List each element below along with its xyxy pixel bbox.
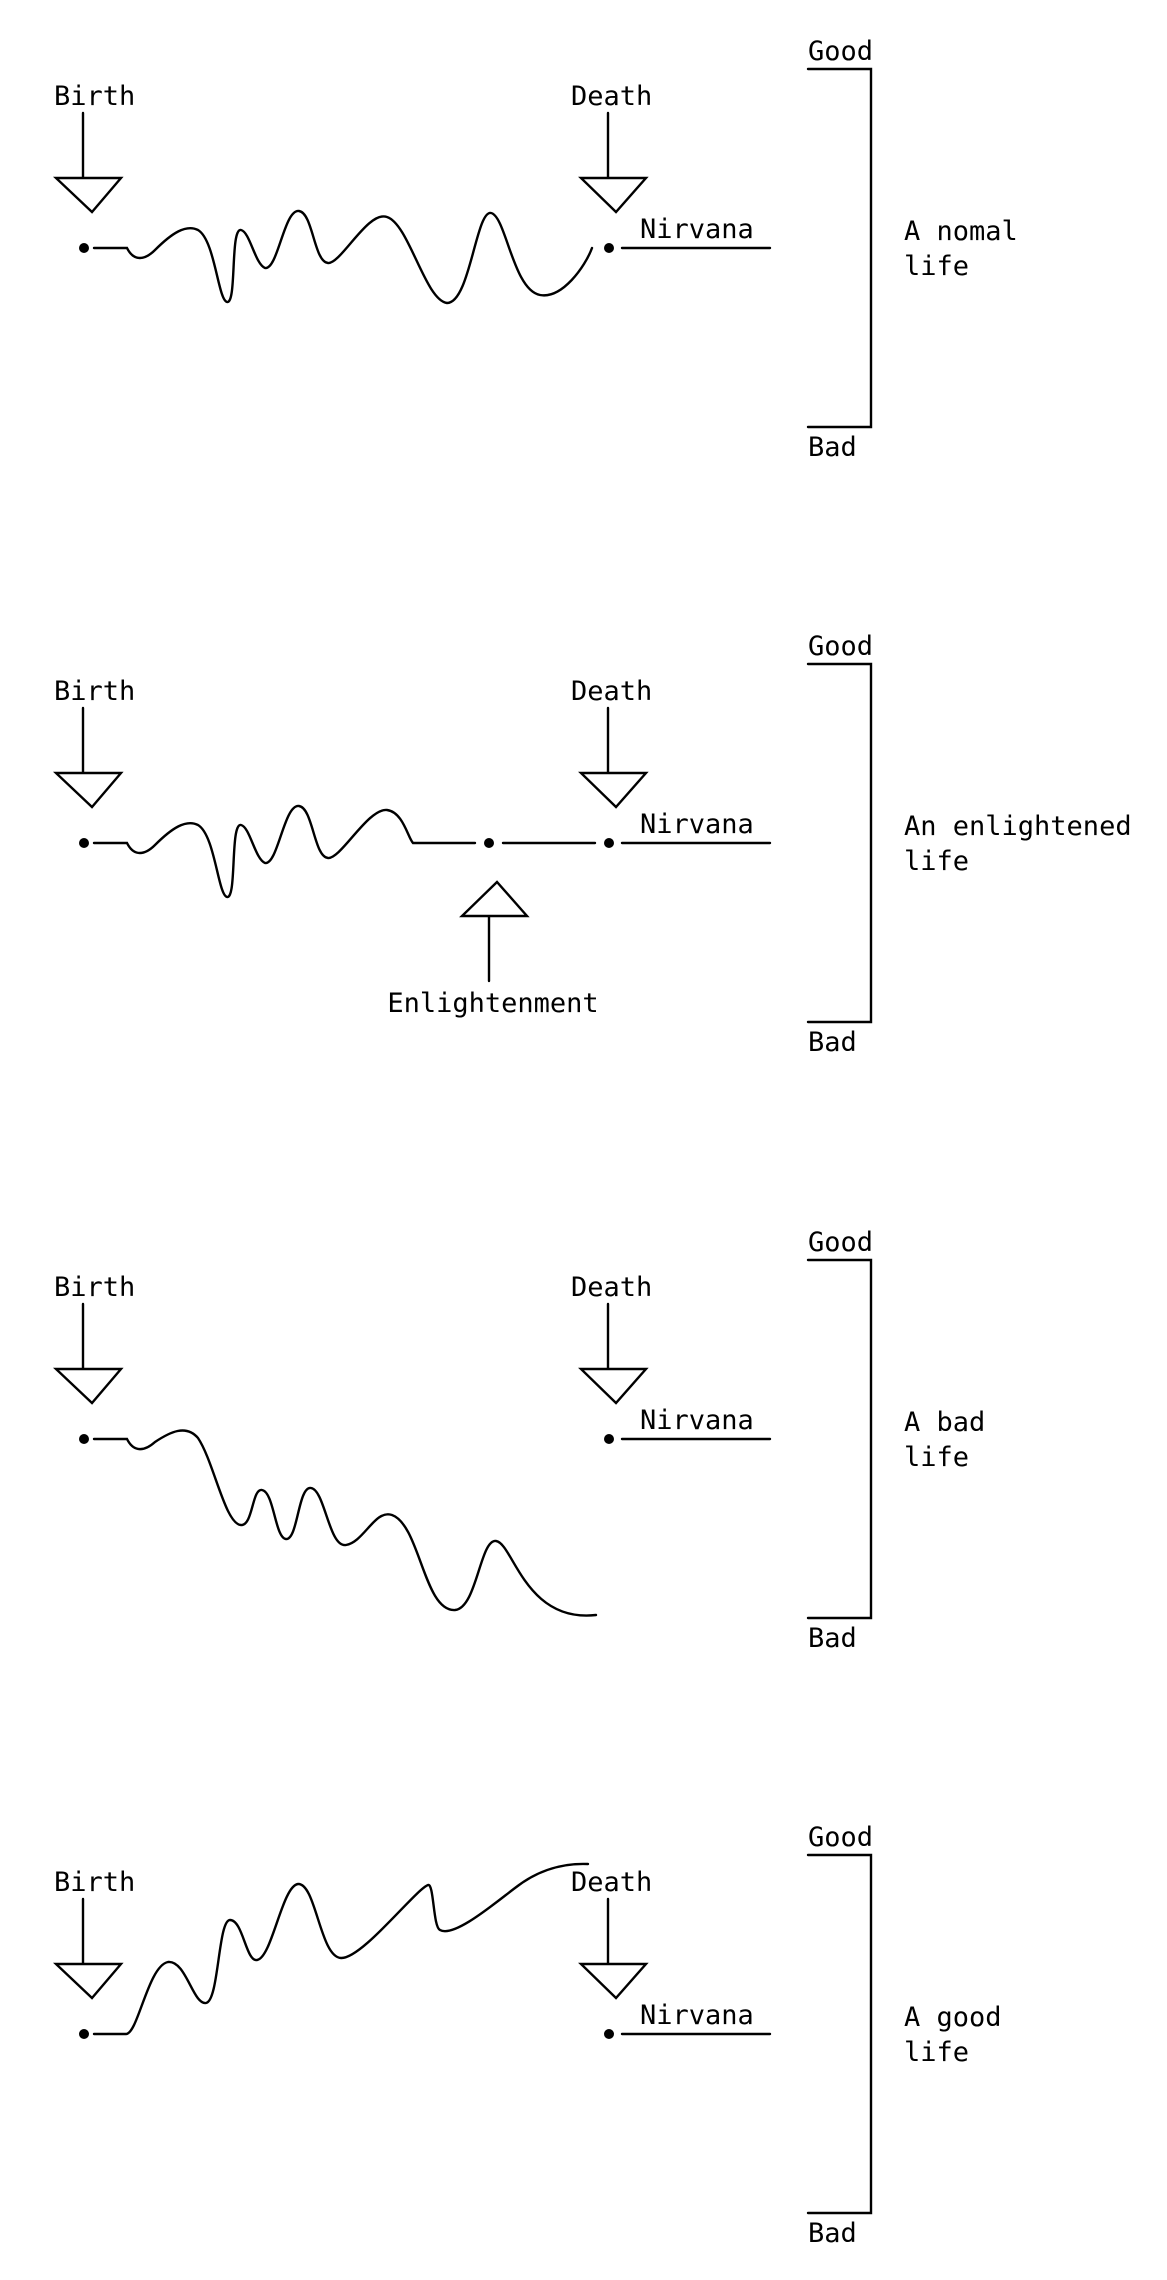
birth-point <box>79 1434 89 1444</box>
good-label: Good <box>808 36 873 67</box>
bad-label: Bad <box>808 432 857 463</box>
death-label: Death <box>571 676 652 707</box>
life-curve <box>92 1862 590 2036</box>
birth-point <box>79 243 89 253</box>
bad-label: Bad <box>808 1623 857 1654</box>
nirvana-label: Nirvana <box>640 809 754 840</box>
good-label: Good <box>808 631 873 662</box>
caption-line-1: A good <box>904 2002 1002 2033</box>
birth-label: Birth <box>54 1272 135 1303</box>
birth-label: Birth <box>54 81 135 112</box>
panel-bad-life: Good Bad Birth Death Nirvana A bad life <box>52 1227 985 1654</box>
caption-line-2: life <box>904 846 969 877</box>
birth-arrow <box>52 706 124 809</box>
panel-enlightened-life: Good Bad Birth Death Nirvana An enlighte… <box>52 631 1132 1058</box>
death-label: Death <box>571 81 652 112</box>
death-arrow <box>578 1302 649 1405</box>
panel-good-life: Good Bad Birth Death Nirvana A good life <box>52 1822 1002 2249</box>
death-arrow <box>578 111 649 214</box>
birth-label: Birth <box>54 676 135 707</box>
life-curve <box>92 209 594 305</box>
life-curve <box>92 1429 598 1617</box>
nirvana-label: Nirvana <box>640 2000 754 2031</box>
good-bad-scale-bracket <box>806 1258 873 1620</box>
bad-label: Bad <box>808 1027 857 1058</box>
birth-label: Birth <box>54 1867 135 1898</box>
caption-line-1: An enlightened <box>904 811 1132 842</box>
good-label: Good <box>808 1227 873 1258</box>
death-label: Death <box>571 1272 652 1303</box>
caption-line-1: A bad <box>904 1407 985 1438</box>
birth-arrow <box>52 111 124 214</box>
birth-point <box>79 838 89 848</box>
death-point <box>604 838 614 848</box>
death-label: Death <box>571 1867 652 1898</box>
good-bad-scale-bracket <box>806 1853 873 2215</box>
caption-line-2: life <box>904 1442 969 1473</box>
birth-point <box>79 2029 89 2039</box>
death-point <box>604 1434 614 1444</box>
caption-line-1: A nomal <box>904 216 1018 247</box>
enlightenment-point <box>484 838 494 848</box>
bad-label: Bad <box>808 2218 857 2249</box>
good-bad-scale-bracket <box>806 67 873 429</box>
enlightenment-label: Enlightenment <box>387 988 598 1019</box>
panel-normal-life: Good Bad Birth Death Nirvana A nomal lif… <box>52 36 1018 463</box>
nirvana-label: Nirvana <box>640 214 754 245</box>
death-arrow <box>578 1897 649 2000</box>
caption-line-2: life <box>904 2037 969 2068</box>
enlightenment-arrow <box>459 880 530 983</box>
life-curve <box>92 804 477 899</box>
good-bad-scale-bracket <box>806 662 873 1024</box>
good-label: Good <box>808 1822 873 1853</box>
birth-arrow <box>52 1897 124 2000</box>
death-point <box>604 2029 614 2039</box>
caption-line-2: life <box>904 251 969 282</box>
birth-arrow <box>52 1302 124 1405</box>
nirvana-label: Nirvana <box>640 1405 754 1436</box>
death-arrow <box>578 706 649 809</box>
death-point <box>604 243 614 253</box>
